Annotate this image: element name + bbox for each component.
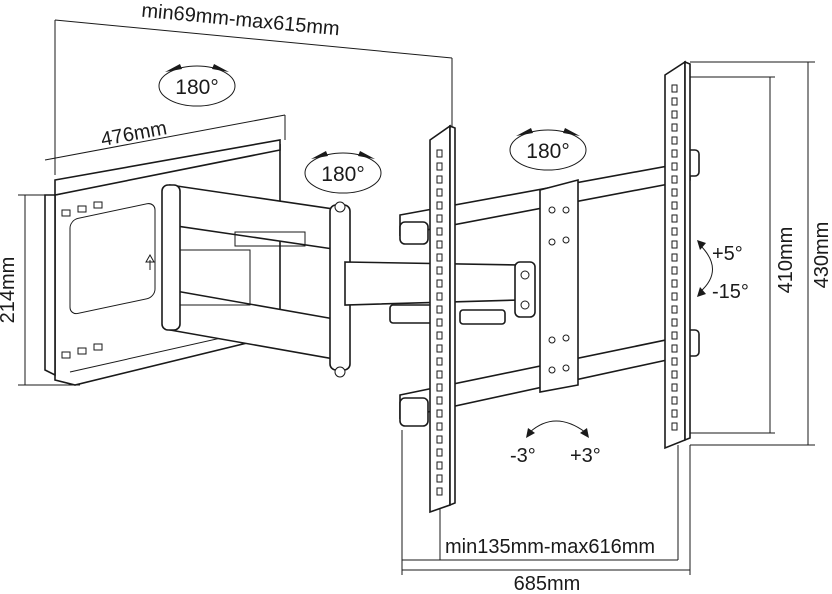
level-annotation: -3° +3°: [510, 420, 601, 467]
arm-swivel-label: 180°: [321, 163, 364, 186]
mounting-hole: [671, 201, 678, 210]
mounting-hole: [671, 409, 678, 418]
mounting-hole: [436, 461, 443, 470]
mounting-hole: [436, 175, 443, 184]
mounting-hole: [436, 448, 443, 457]
bracket-holes: [436, 84, 678, 496]
tilt-down-label: -15°: [712, 281, 749, 303]
mounting-hole: [671, 370, 678, 379]
mounting-hole: [436, 201, 443, 210]
mounting-hole: [436, 162, 443, 171]
vesa-width-label: min135mm-max616mm: [445, 536, 655, 558]
mounting-hole: [436, 331, 443, 340]
extension-label: min69mm-max615mm: [141, 0, 341, 40]
mounting-hole: [436, 266, 443, 275]
wall-swivel-label: 180°: [175, 76, 218, 99]
level-plus-label: +3°: [570, 445, 601, 467]
mounting-hole: [671, 240, 678, 249]
tilt-up-label: +5°: [712, 243, 743, 265]
mounting-hole: [671, 84, 678, 93]
mounting-hole: [671, 97, 678, 106]
mounting-hole: [671, 175, 678, 184]
mounting-hole: [671, 110, 678, 119]
mounting-hole: [671, 422, 678, 431]
mounting-hole: [436, 474, 443, 483]
mounting-hole: [436, 188, 443, 197]
mounting-hole: [671, 396, 678, 405]
mounting-hole: [671, 331, 678, 340]
mounting-hole: [436, 279, 443, 288]
mounting-hole: [436, 318, 443, 327]
mounting-hole: [436, 422, 443, 431]
mounting-hole: [436, 214, 443, 223]
mounting-hole: [671, 292, 678, 301]
mounting-hole: [671, 266, 678, 275]
wall-plate-height-dimension: 214mm: [0, 194, 80, 386]
mounting-hole: [436, 253, 443, 262]
tilt-annotation: +5° -15°: [697, 240, 749, 303]
total-width-label: 685mm: [514, 573, 581, 594]
mounting-hole: [436, 383, 443, 392]
mounting-hole: [671, 383, 678, 392]
mounting-hole: [671, 253, 678, 262]
wall-swivel-badge: 180°: [158, 64, 236, 107]
head-swivel-label: 180°: [526, 140, 569, 163]
rail-inner-height-label: 410mm: [775, 227, 797, 294]
mounting-hole: [671, 227, 678, 236]
mounting-hole: [671, 214, 678, 223]
arm-swivel-badge: 180°: [304, 151, 382, 194]
mounting-hole: [436, 435, 443, 444]
mounting-hole: [671, 318, 678, 327]
mounting-hole: [671, 344, 678, 353]
mounting-hole: [671, 162, 678, 171]
mounting-hole: [436, 305, 443, 314]
mounting-hole: [436, 344, 443, 353]
head-swivel-badge: 180°: [509, 128, 587, 171]
mounting-hole: [436, 227, 443, 236]
total-width-dimension: 685mm: [402, 445, 691, 594]
mounting-hole: [436, 292, 443, 301]
mounting-hole: [671, 357, 678, 366]
mounting-hole: [671, 279, 678, 288]
mounting-hole: [671, 305, 678, 314]
mounting-hole: [671, 188, 678, 197]
mounting-hole: [436, 487, 443, 496]
mounting-hole: [671, 149, 678, 158]
level-minus-label: -3°: [510, 445, 536, 467]
wall-plate-width-label: 476mm: [99, 117, 169, 151]
center-plate: [539, 178, 579, 393]
rail-outer-height-label: 430mm: [811, 222, 832, 289]
mounting-hole: [436, 240, 443, 249]
first-arm: [161, 184, 351, 378]
mounting-hole: [436, 357, 443, 366]
mounting-hole: [436, 370, 443, 379]
mounting-hole: [436, 149, 443, 158]
mounting-hole: [671, 123, 678, 132]
mounting-hole: [436, 396, 443, 405]
mounting-hole: [436, 409, 443, 418]
wall-plate-height-label: 214mm: [0, 257, 19, 324]
vesa-width-dimension: min135mm-max616mm: [401, 430, 679, 575]
mounting-hole: [671, 136, 678, 145]
rail-height-dimension: 410mm 430mm: [690, 61, 832, 446]
